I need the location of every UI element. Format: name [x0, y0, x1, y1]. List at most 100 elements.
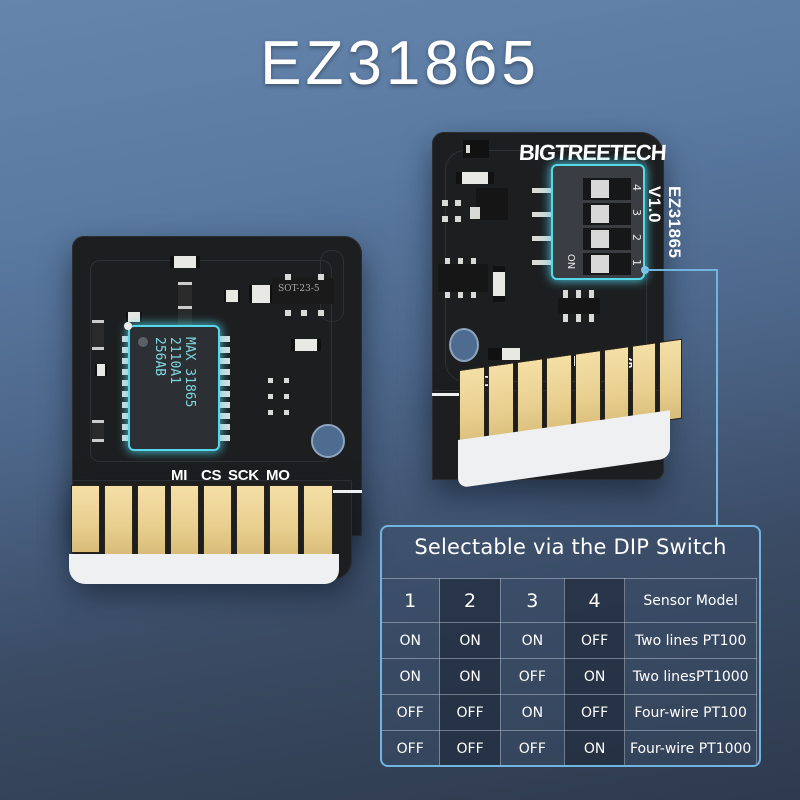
smd-pad — [471, 258, 476, 264]
smd-pad — [268, 394, 273, 399]
chip-text-line3: 256AB — [152, 337, 167, 377]
smd-pad — [458, 258, 463, 264]
cell-switch-4: OFF — [563, 622, 626, 659]
smd-pad — [318, 310, 324, 316]
table-row: ON ON ON OFF Two lines PT100 — [382, 622, 757, 659]
brand-logo: BIGTREETECH — [518, 140, 667, 165]
ic-pin — [216, 336, 230, 342]
pin-label-mo: MO — [266, 467, 290, 484]
ic-pin — [216, 369, 230, 375]
smd-component — [488, 348, 520, 360]
connector-line — [645, 269, 718, 271]
smd-component — [291, 339, 321, 351]
pin-label-mi: MI — [171, 467, 188, 484]
ic-pin — [122, 413, 132, 419]
soic-chip — [438, 264, 488, 292]
pin1-dot — [124, 322, 132, 330]
cell-switch-1: OFF — [382, 730, 441, 765]
gold-finger — [71, 485, 100, 553]
smd-component — [92, 420, 104, 442]
ic-pin — [216, 413, 230, 419]
smd-pad — [442, 200, 448, 206]
smd-pad — [589, 290, 594, 298]
smd-pad — [285, 274, 291, 280]
gold-finger — [236, 485, 265, 557]
smd-component — [224, 290, 240, 302]
ic-pin — [216, 402, 230, 408]
table-header-row: 1 2 3 4 Sensor Model — [382, 578, 757, 623]
table-row: OFF OFF ON OFF Four-wire PT100 — [382, 694, 757, 731]
smd-pad — [442, 216, 448, 222]
smd-pad — [445, 292, 450, 298]
cell-sensor-model: Two linesPT1000 — [624, 658, 757, 695]
gold-finger — [203, 485, 232, 555]
cell-switch-3: OFF — [499, 658, 565, 695]
sot23-regulator: SOT-23-5 — [272, 278, 334, 304]
smd-pad — [268, 410, 273, 415]
smd-pad — [455, 216, 461, 222]
version-label: EZ31865 V1.0 — [645, 186, 684, 259]
pin-label-sck: SCK — [228, 467, 259, 484]
cell-switch-4: ON — [563, 730, 626, 765]
cell-switch-2: ON — [439, 622, 501, 659]
cell-switch-3: OFF — [499, 730, 565, 765]
smd-pad — [471, 292, 476, 298]
regulator-label: SOT-23-5 — [278, 284, 320, 294]
product-title: EZ31865 — [260, 29, 540, 98]
dip-settings-table: 1 2 3 4 Sensor Model ON ON ON OFF Two li… — [382, 578, 757, 765]
table-row: OFF OFF OFF ON Four-wire PT1000 — [382, 730, 757, 765]
ic-pin — [122, 435, 132, 441]
dip-slot-2[interactable] — [583, 228, 631, 250]
header-switch-1: 1 — [382, 578, 441, 623]
gold-finger — [659, 338, 682, 422]
cell-switch-1: ON — [382, 622, 441, 659]
dip-slot-1[interactable] — [583, 253, 631, 275]
cell-switch-1: ON — [382, 658, 441, 695]
dip-pin — [532, 236, 552, 241]
header-sensor-model: Sensor Model — [624, 578, 757, 623]
smd-pad — [318, 274, 324, 280]
smd-pad — [563, 314, 568, 322]
ic-pin — [122, 336, 132, 342]
smd-component — [95, 364, 107, 376]
dip-slot-3[interactable] — [583, 203, 631, 225]
board-white-edge — [69, 554, 339, 584]
gold-finger — [137, 485, 166, 555]
smd-component — [170, 256, 200, 268]
dip-pin — [532, 188, 552, 193]
smd-component — [126, 312, 142, 322]
ic-pin — [216, 358, 230, 364]
header-switch-4: 4 — [563, 578, 626, 623]
table-row: ON ON OFF ON Two linesPT1000 — [382, 658, 757, 695]
dip-pin — [532, 260, 552, 265]
dip-slot-4[interactable] — [583, 178, 631, 200]
dip-pin — [532, 212, 552, 217]
board-edge-stripe — [330, 490, 362, 493]
dip-number-4: 4 — [630, 184, 643, 191]
smd-pad — [466, 145, 470, 153]
dip-switch[interactable]: 4 3 2 1 ON — [553, 166, 643, 278]
mounting-hole — [311, 424, 345, 458]
dip-switch-table-panel: Selectable via the DIP Switch 1 2 3 4 Se… — [380, 525, 761, 767]
dip-knob — [591, 230, 609, 248]
cell-switch-4: ON — [563, 658, 626, 695]
smd-component — [463, 140, 489, 158]
smd-pad — [455, 200, 461, 206]
smd-pad — [268, 378, 273, 383]
ic-pin — [216, 435, 230, 441]
ic-pin — [122, 369, 132, 375]
smd-pad — [445, 258, 450, 264]
board-edge-stripe — [432, 393, 462, 396]
gold-finger — [170, 485, 199, 555]
sot23-component — [558, 298, 600, 314]
ic-pin — [122, 358, 132, 364]
header-switch-2: 2 — [439, 578, 501, 623]
connector-line — [716, 269, 718, 526]
gold-finger — [104, 485, 133, 555]
ic-pin — [122, 347, 132, 353]
ic-pin — [216, 347, 230, 353]
smd-pad — [458, 292, 463, 298]
ic-pin — [122, 391, 132, 397]
cell-switch-3: ON — [499, 694, 565, 731]
smd-component — [249, 285, 273, 303]
